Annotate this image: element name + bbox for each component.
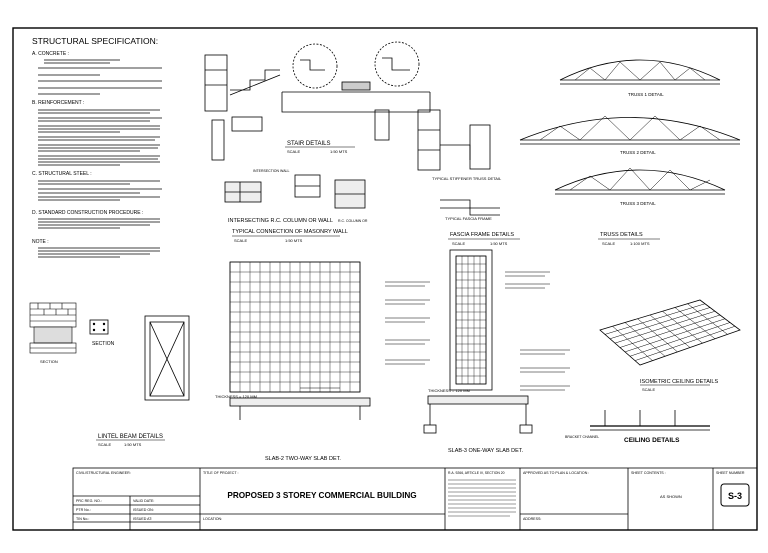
stiffener-title: TYPICAL STIFFENER TRUSS DETAIL	[432, 176, 502, 181]
ceiling-detail	[590, 410, 710, 431]
slab3-title: SLAB-3 ONE-WAY SLAB DET.	[448, 448, 524, 454]
fascia-scale: SCALE	[452, 241, 465, 246]
structural-specification: STRUCTURAL SPECIFICATION: A. CONCRETE : …	[32, 36, 162, 258]
tb-location-label: LOCATION:	[203, 517, 222, 521]
tb-address-label: ADDRESS:	[523, 517, 541, 521]
tb-law-label: R.A. 9266, ARTICLE IV, SECTION 20	[448, 471, 505, 475]
label-rc-column: R.C. COLUMN OR	[338, 219, 368, 223]
spec-a-lines	[38, 59, 162, 95]
fascia-frame-detail	[449, 249, 493, 391]
stair-scale: SCALE	[287, 149, 300, 154]
rebar-line	[634, 326, 736, 361]
intersecting-column-detail	[224, 174, 366, 209]
fascia-scale-val: 1:50 MTS	[490, 241, 508, 246]
stair-scale-val: 1:50 MTS	[330, 149, 348, 154]
fascia-typ-title: TYPICAL FASCIA FRAME	[445, 216, 492, 221]
slab3-detail	[423, 395, 533, 434]
truss-3	[554, 167, 726, 195]
masonry-title: TYPICAL CONNECTION OF MASONRY WALL	[232, 229, 348, 235]
tb-contents-label: SHEET CONTENTS :	[631, 471, 666, 475]
tb-sheet-label: SHEET NUMBER	[716, 471, 745, 475]
tb-contents-val: AS SHOWN	[660, 494, 682, 499]
tb-project-label: TITLE OF PROJECT :	[203, 471, 238, 475]
tb-law-lines	[448, 479, 516, 517]
stiffener-detail	[417, 109, 491, 171]
bracket-label: BRACKET CHANNEL	[565, 435, 599, 439]
rebar-line	[674, 307, 716, 339]
truss-scale: SCALE	[602, 241, 615, 246]
rebar-line	[619, 314, 721, 348]
tb-issued-label: ISSUED ON:	[133, 508, 154, 512]
slab2-grid	[229, 261, 361, 393]
title-block	[72, 467, 758, 531]
stair-detail	[204, 41, 431, 161]
spec-note-lines	[38, 247, 160, 258]
masonry-scale: SCALE	[234, 238, 247, 243]
truss1-title: TRUSS 1 DETAIL	[628, 92, 664, 97]
ceiling-title: CEILING DETAILS	[624, 437, 680, 444]
spec-c-head: C. STRUCTURAL STEEL :	[32, 171, 92, 177]
rebar-line	[624, 318, 726, 353]
lintel-section-label: SECTION	[40, 359, 58, 364]
sheet-border	[12, 27, 758, 531]
truss-scale-val: 1:100 MTS	[630, 241, 650, 246]
truss3-title: TRUSS 3 DETAIL	[620, 201, 656, 206]
truss2-title: TRUSS 2 DETAIL	[620, 150, 656, 155]
spec-b-lines	[38, 109, 162, 166]
fascia-grid	[455, 255, 487, 385]
rebar-line	[687, 303, 728, 335]
tb-sheet-no: S-3	[728, 491, 742, 501]
rebar-line	[629, 322, 731, 357]
spec-title: STRUCTURAL SPECIFICATION:	[32, 36, 158, 46]
iso-scale: SCALE	[642, 387, 655, 392]
spec-b-head: B. REINFORCEMENT :	[32, 100, 84, 106]
lintel-title: LINTEL BEAM DETAILS	[98, 434, 163, 440]
label-intersection-wall: INTERSECTION WALL	[253, 169, 289, 173]
tb-valid-label: VALID DATE:	[133, 499, 154, 503]
isometric-ceiling	[599, 299, 741, 366]
tb-tin-label: TIN No.:	[76, 517, 89, 521]
spec-d-lines	[38, 218, 160, 229]
rebar-line	[662, 311, 703, 344]
slab2-thickness: THICKNESS = 120 MM	[215, 394, 257, 399]
tb-ptr-label: PTR No.:	[76, 508, 91, 512]
tb-issued-at-label: ISSUED AT:	[133, 517, 152, 521]
slab2-notes	[300, 281, 430, 393]
spec-c-lines	[38, 180, 162, 201]
spec-a-head: A. CONCRETE :	[32, 51, 69, 57]
masonry-scale-val: 1:50 MTS	[285, 238, 303, 243]
lintel-scale: SCALE	[98, 442, 111, 447]
truss-details-title: TRUSS DETAILS	[600, 232, 643, 238]
slab2-detail	[229, 261, 371, 420]
tb-approved-label: APPROVED AS TO PLAN & LOCATION :	[523, 471, 589, 475]
spec-d-head: D. STANDARD CONSTRUCTION PROCEDURE :	[32, 210, 143, 216]
slab2-title: SLAB-2 TWO-WAY SLAB DET.	[265, 456, 341, 462]
truss-2	[519, 115, 741, 145]
truss-1	[559, 59, 721, 85]
tb-prc-label: PRC REG. NO.:	[76, 499, 102, 503]
tb-project-title: PROPOSED 3 STOREY COMMERCIAL BUILDING	[227, 491, 416, 500]
stair-title: STAIR DETAILS	[287, 141, 330, 147]
lintel-beam-detail: SECTION SECTION LINTEL BEAM DETAILS SCAL…	[29, 302, 190, 447]
spec-note-head: NOTE :	[32, 239, 49, 245]
fascia-title: FASCIA FRAME DETAILS	[450, 232, 514, 238]
fascia-notes	[505, 271, 570, 391]
fascia-small	[440, 199, 500, 216]
tb-engineer-label: CIVIL/STRUCTURAL ENGINEER:	[76, 471, 131, 475]
intersecting-col-title: INTERSECTING R.C. COLUMN OR WALL	[228, 218, 333, 224]
slab3-thickness: THICKNESS = 120 MM	[428, 388, 470, 393]
iso-ceiling-title: ISOMETRIC CEILING DETAILS	[640, 379, 718, 385]
lintel-scale-val: 1:50 MTS	[124, 442, 142, 447]
section-label: SECTION	[92, 341, 115, 347]
